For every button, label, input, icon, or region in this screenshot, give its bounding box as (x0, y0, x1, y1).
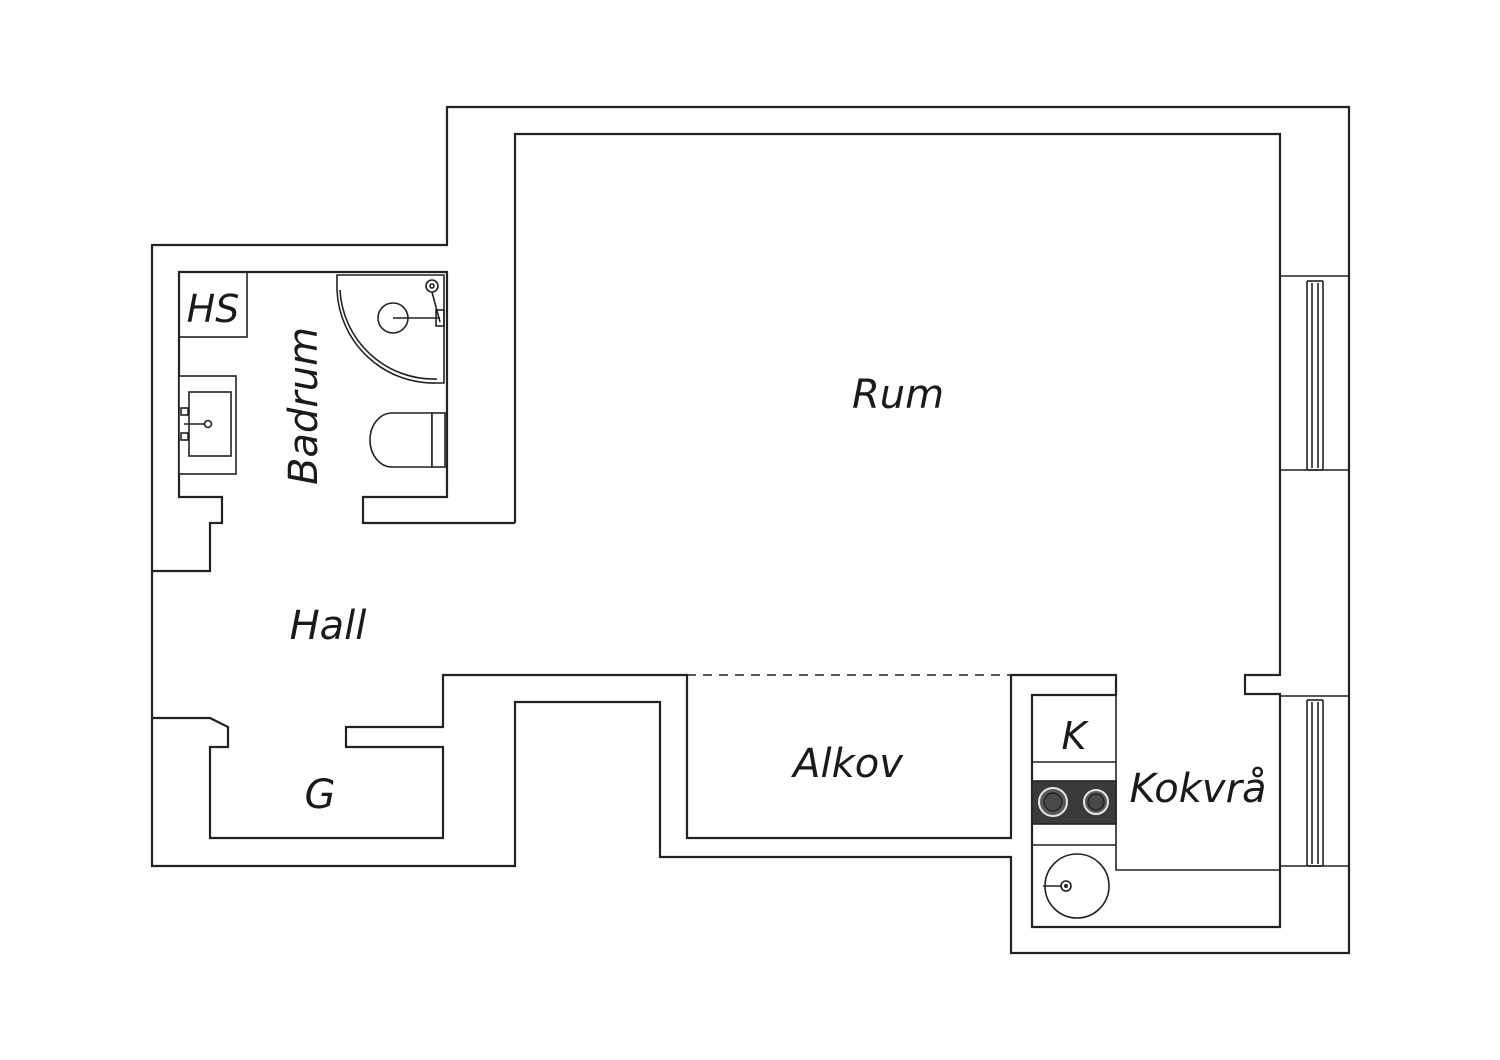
hs-cabinet (178, 271, 248, 338)
label-hall: Hall (290, 603, 367, 649)
faucet-handle-icon (180, 407, 189, 416)
faucet-handle-icon (180, 432, 189, 441)
outer-wall (150, 105, 1351, 955)
shower-mixer-icon (435, 309, 445, 327)
burner-inner-icon (1043, 792, 1063, 812)
label-hs: HS (187, 287, 240, 331)
label-badrum: Badrum (281, 327, 327, 485)
bathroom-sink-counter (178, 375, 237, 475)
rum-inner-wall (152, 132, 1282, 929)
kitchen-sink-drain-dot-icon (1064, 884, 1068, 888)
burner-inner-icon (1087, 793, 1105, 811)
window-lower (1280, 695, 1349, 867)
label-rum: Rum (852, 372, 944, 418)
label-k: K (1062, 714, 1090, 758)
shower-rail-icon (431, 291, 441, 323)
shower-head-dot-icon (429, 283, 435, 289)
label-kokvra: Kokvrå (1129, 766, 1266, 812)
shower-enclosure (336, 274, 445, 384)
toilet-bowl (369, 412, 433, 468)
toilet-tank (431, 412, 446, 468)
window-upper (1280, 275, 1349, 471)
label-g: G (305, 772, 336, 818)
shower-door-line (339, 289, 438, 380)
label-alkov: Alkov (790, 741, 904, 787)
kitchen-counter (1115, 695, 1280, 871)
